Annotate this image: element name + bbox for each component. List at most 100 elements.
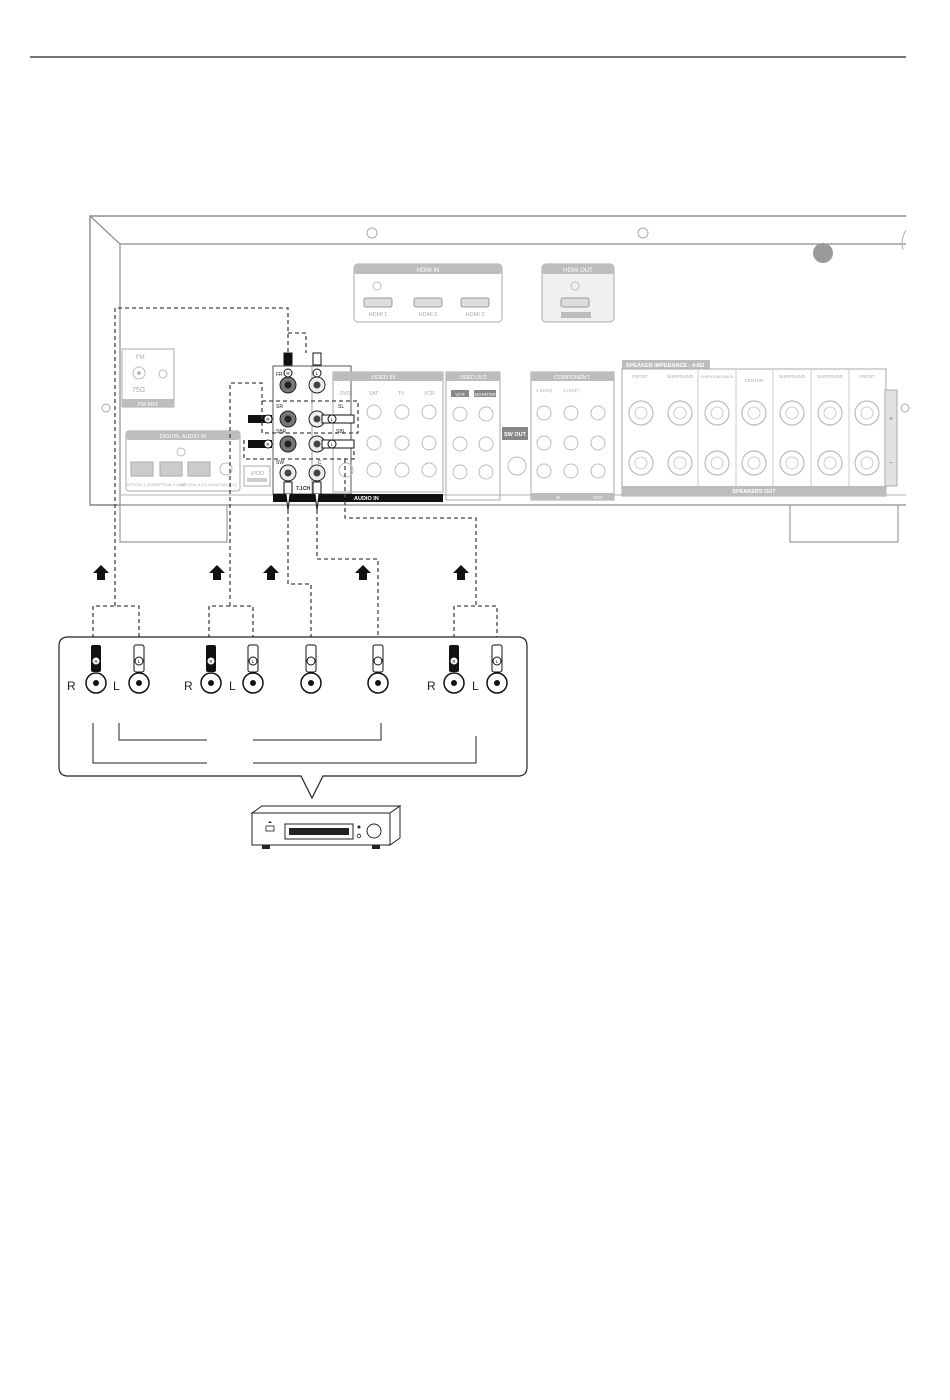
speaker-impedance-title: SPEAKER IMPEDANCE : 4-8Ω — [626, 363, 705, 369]
svg-text:L: L — [252, 659, 255, 664]
video-in-title: VIDEO IN — [371, 375, 395, 381]
speaker-terminal-block: SPEAKER IMPEDANCE : 4-8Ω FRONT SURROUND … — [621, 360, 898, 497]
sw-out-label: SW OUT — [504, 432, 527, 438]
plug-device-sw — [305, 644, 317, 673]
speaker-group-3: SURROUND BACK — [700, 375, 734, 379]
video-in-port-2: SAT — [369, 391, 378, 397]
speaker-group-5: SURROUND — [779, 374, 806, 379]
jack-label-l-3: L — [472, 679, 479, 693]
component-block: COMPONENT 1 (DVD) 2 (SAT) IN OUT — [530, 371, 615, 501]
speaker-group-2: SURROUND — [667, 374, 694, 379]
device-plugs: R R R L L — [91, 644, 503, 673]
cable-front — [114, 307, 307, 606]
hdmi-out-title: HDMI OUT — [563, 268, 593, 274]
speaker-group-4: CENTER — [745, 378, 764, 383]
digital-port-2: OPTICAL 2 (SAT) — [156, 483, 187, 487]
cable-center — [316, 510, 379, 645]
svg-text:L: L — [331, 417, 334, 422]
component-in: IN — [556, 495, 561, 500]
digital-port-4: COAX (CD) — [217, 483, 238, 487]
svg-text:R: R — [266, 442, 270, 447]
svg-text:L: L — [496, 659, 499, 664]
ipod-port: iPOD — [243, 465, 271, 487]
svg-text:L: L — [331, 442, 334, 447]
device-output-callout: R L R L R L R — [58, 636, 528, 800]
pre-out-block: FR FL SR SL SBR SBL SW C 7.1CH — [272, 365, 352, 495]
fm-ohm: 75Ω — [132, 387, 145, 394]
plug-device-center — [372, 644, 384, 673]
hdmi-in-title: HDMI IN — [417, 268, 440, 274]
svg-text:L: L — [316, 371, 319, 376]
jack-label-r-2: R — [184, 679, 193, 693]
video-out-port-2: MONITOR — [474, 392, 496, 397]
dashed-cables — [92, 307, 498, 645]
pre-out-c: C — [318, 460, 322, 466]
ipod-label: iPOD — [251, 471, 264, 477]
plug-sbl-right: L — [321, 439, 355, 449]
svg-text:R: R — [286, 371, 290, 376]
video-in-block: VIDEO IN DVD SAT TV VCR AUDIO IN — [273, 371, 444, 502]
pre-out-sbr: SBR — [276, 429, 287, 435]
hdmi-out-block: HDMI OUT — [541, 263, 615, 323]
cable-sb-receiver — [243, 440, 477, 606]
component-out: OUT — [593, 495, 603, 500]
plus-sign: + — [889, 414, 894, 423]
hdmi-in-block: HDMI IN HDMI 1 HDMI 2 HDMI 3 — [353, 263, 503, 323]
video-out-block: VIDEO OUT VCR MONITOR — [445, 371, 501, 501]
pre-out-fr: FR — [276, 372, 283, 378]
jack-label-r-3: R — [427, 679, 436, 693]
jack-label-l-1: L — [113, 679, 120, 693]
minus-sign: − — [889, 458, 894, 467]
bracket-inner — [118, 723, 382, 741]
cable-sb-pair — [453, 605, 498, 645]
plug-fl-top: L — [312, 352, 322, 378]
pre-out-sbl: SBL — [336, 429, 346, 435]
video-out-port-1: VCR — [455, 392, 465, 397]
pre-out-sw: SW — [276, 460, 284, 466]
plug-sbr-left: R — [248, 439, 273, 449]
component-port-1: 1 (DVD) — [536, 388, 553, 393]
plug-device-sb-l: L — [491, 644, 503, 673]
jack-label-r-1: R — [67, 679, 76, 693]
fm-antenna-block: FM 75Ω FM ANT — [121, 348, 175, 408]
speaker-group-6: SURROUND — [817, 374, 844, 379]
up-arrow-1 — [93, 565, 109, 580]
up-arrow-4 — [355, 565, 371, 580]
digital-audio-in-block: DIGITAL AUDIO IN OPTICAL 1 (DVD) OPTICAL… — [125, 430, 241, 492]
digital-title: DIGITAL AUDIO IN — [160, 434, 206, 440]
component-port-2: 2 (SAT) — [563, 388, 579, 393]
direction-arrows — [93, 565, 469, 580]
audio-in-title: AUDIO IN — [354, 496, 379, 502]
svg-text:L: L — [138, 659, 141, 664]
pre-out-sr: SR — [276, 404, 283, 410]
sw-out-block: SW OUT — [502, 427, 528, 476]
pre-out-sl: SL — [338, 404, 344, 410]
fm-ant-title: FM ANT — [138, 402, 159, 408]
plug-device-surround-l: L — [247, 644, 259, 673]
receiver-rear-panel: HDMI IN HDMI 1 HDMI 2 HDMI 3 HDMI OUT FM — [89, 215, 910, 543]
plug-device-surround-r: R — [206, 645, 216, 672]
receiver-plugs: R L R R L L — [248, 352, 355, 511]
plug-device-front-r: R — [91, 645, 101, 672]
source-device-player — [250, 805, 402, 849]
plug-fr-top: R — [283, 352, 293, 378]
plug-device-front-l: L — [133, 644, 145, 673]
hdmi-port-label-1: HDMI 1 — [369, 312, 388, 318]
hdmi-port-label-3: HDMI 3 — [466, 312, 485, 318]
svg-text:R: R — [209, 659, 213, 664]
digital-port-1: OPTICAL 1 (DVD) — [127, 483, 159, 487]
bracket-outer — [92, 723, 477, 764]
component-title: COMPONENT — [554, 375, 590, 381]
video-in-port-3: TV — [398, 391, 405, 397]
hdmi-port-label-2: HDMI 2 — [419, 312, 438, 318]
speakers-out-title: SPEAKERS OUT — [732, 489, 776, 495]
svg-text:R: R — [266, 417, 270, 422]
speaker-group-7: FRONT — [859, 374, 875, 379]
up-arrow-3 — [263, 565, 279, 580]
jack-label-l-2: L — [229, 679, 236, 693]
up-arrow-5 — [453, 565, 469, 580]
video-in-port-1: DVD — [340, 391, 351, 397]
plug-device-sb-r: R — [449, 645, 459, 672]
plug-sr-left: R — [248, 414, 273, 424]
